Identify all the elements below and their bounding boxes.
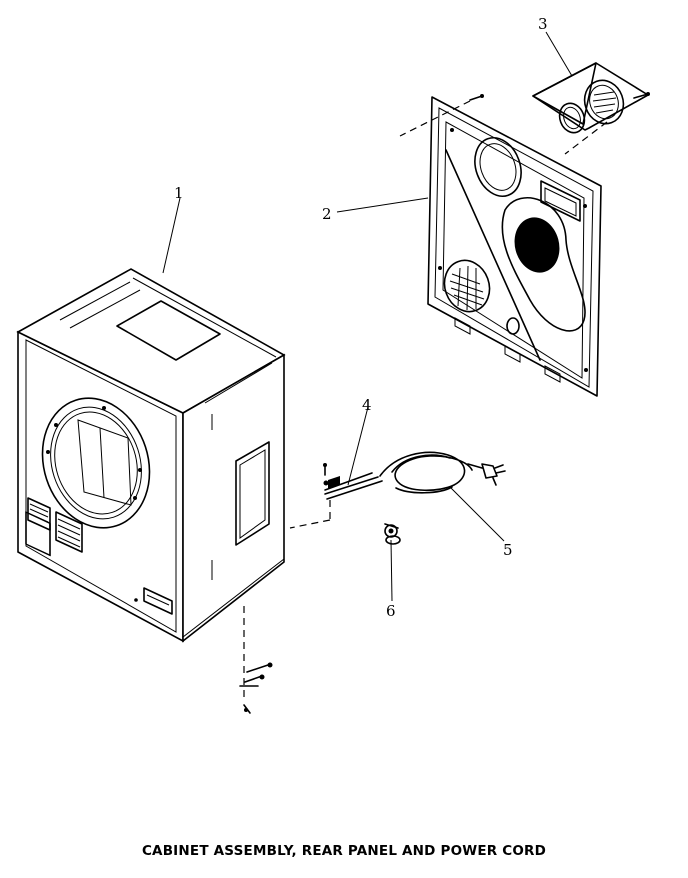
cabinet-assembly xyxy=(16,268,286,643)
power-cord xyxy=(289,451,506,529)
callout-4: 4 xyxy=(362,396,372,414)
exhaust-vent-assembly xyxy=(532,62,650,155)
callout-2: 2 xyxy=(322,205,332,223)
rear-panel xyxy=(427,96,602,397)
callout-6: 6 xyxy=(386,602,396,620)
diagram-caption: CABINET ASSEMBLY, REAR PANEL AND POWER C… xyxy=(141,843,547,859)
callout-3: 3 xyxy=(538,15,548,33)
leveling-legs xyxy=(239,606,273,714)
panel-screw xyxy=(399,94,484,137)
callout-leaders xyxy=(162,31,573,602)
callout-1: 1 xyxy=(174,184,184,202)
screw-washer xyxy=(384,523,401,545)
callout-5: 5 xyxy=(503,541,513,559)
